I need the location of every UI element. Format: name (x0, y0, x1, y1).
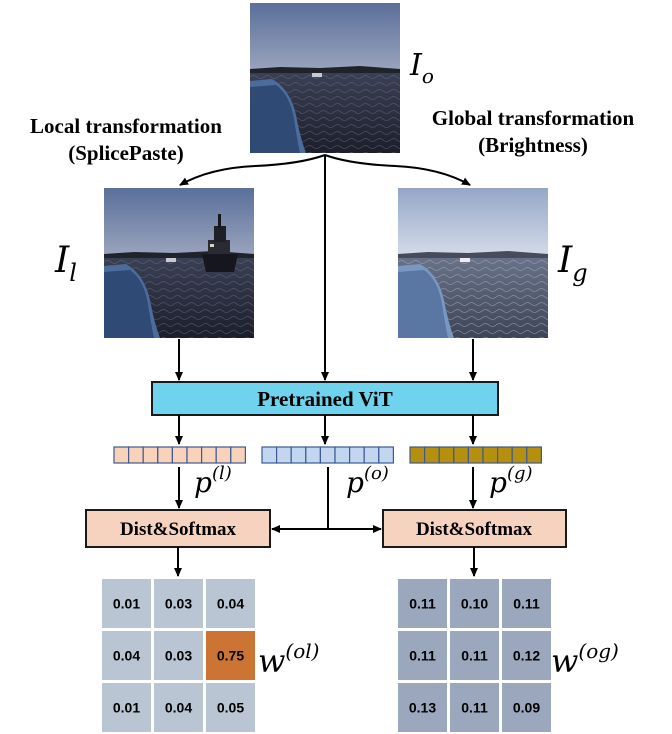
po-token (276, 446, 292, 464)
label-I-l: Il (54, 240, 77, 287)
pg-token (511, 446, 528, 464)
wog-cell-value: 0.09 (513, 700, 540, 716)
label-p-o: p(o) (346, 463, 389, 499)
wol-cell (154, 579, 203, 628)
wog-cell (450, 683, 499, 732)
label-p-g: p(g) (489, 463, 533, 499)
po-token (349, 446, 365, 464)
wog-cell (398, 683, 447, 732)
wog-cell-value: 0.11 (409, 596, 436, 612)
pl-token (215, 446, 232, 464)
pg-token (438, 446, 455, 464)
pg-token (526, 446, 542, 464)
wol-cell (102, 579, 151, 628)
pg-token (453, 446, 469, 464)
po-token (305, 446, 321, 464)
pasted-boat (202, 214, 238, 272)
label-I-o: Io (409, 48, 434, 88)
wog-cell (502, 631, 551, 680)
wog-cell (502, 579, 551, 628)
wol-cell-value: 0.75 (217, 648, 244, 664)
wog-cell-value: 0.11 (513, 596, 540, 612)
wol-cell (206, 579, 255, 628)
dist-softmax-left: Dist&Softmax (85, 509, 271, 548)
wol-cell (154, 683, 203, 732)
token-strip-po (261, 446, 394, 464)
po-token (334, 446, 351, 464)
pg-token (467, 446, 484, 464)
wol-cell-value: 0.01 (113, 700, 140, 716)
wog-cell-value: 0.12 (513, 648, 540, 664)
wol-cell-value: 0.04 (113, 648, 140, 664)
original-photo (250, 3, 400, 153)
vit-label: Pretrained ViT (257, 387, 393, 411)
wog-cell-value: 0.10 (461, 596, 488, 612)
pl-token (230, 446, 247, 464)
wog-cell (398, 631, 447, 680)
wol-cell-value: 0.04 (217, 596, 244, 612)
dist-softmax-right: Dist&Softmax (382, 509, 567, 548)
po-token (363, 446, 380, 464)
token-strip-pl (113, 446, 247, 464)
wog-cell (502, 683, 551, 732)
pg-token (482, 446, 499, 464)
arrow-to-global (324, 154, 471, 186)
pg-token (424, 446, 440, 464)
pretrained-vit-block: Pretrained ViT (151, 381, 499, 416)
wol-cell (206, 683, 255, 732)
pg-token (409, 446, 426, 464)
dist-softmax-left-label: Dist&Softmax (120, 519, 237, 540)
dist-softmax-right-label: Dist&Softmax (416, 519, 533, 540)
po-token (378, 446, 394, 464)
pl-token (142, 446, 159, 464)
pl-token (186, 446, 203, 464)
wog-cell (450, 579, 499, 628)
arrow-to-local (179, 154, 326, 186)
pl-token (113, 446, 130, 464)
wol-cell-highlight (206, 631, 255, 680)
matrix-w-ol: 0.01 0.03 0.04 0.04 0.03 0.75 0.01 0.04 0.05 (102, 579, 255, 732)
po-token (319, 446, 336, 464)
wog-cell-value: 0.11 (461, 700, 488, 716)
wol-cell-value: 0.05 (217, 700, 244, 716)
label-w-ol: w(ol) (258, 639, 319, 680)
pl-token (201, 446, 217, 464)
global-transform-sub: (Brightness) (478, 133, 588, 157)
wog-cell-value: 0.11 (409, 648, 436, 664)
label-I-g: Ig (557, 240, 588, 287)
pg-token (497, 446, 513, 464)
wol-cell-value: 0.03 (165, 648, 192, 664)
matrix-w-og: 0.11 0.10 0.11 0.11 0.11 0.12 0.13 0.11 0.09 (398, 579, 551, 732)
wog-cell-value: 0.11 (461, 648, 488, 664)
pl-token (171, 446, 188, 464)
local-transformed-photo (104, 188, 254, 338)
local-transform-title: Local transformation (30, 114, 222, 138)
po-token (261, 446, 278, 464)
local-transform-sub: (SplicePaste) (68, 141, 183, 165)
global-transformed-photo (398, 188, 548, 338)
token-strip-pg (409, 446, 542, 464)
wol-cell-value: 0.01 (113, 596, 140, 612)
wol-cell-value: 0.04 (165, 700, 192, 716)
global-transform-title: Global transformation (432, 106, 635, 130)
label-w-og: w(og) (551, 639, 619, 680)
wol-cell (102, 631, 151, 680)
wog-cell (398, 579, 447, 628)
wol-cell (102, 683, 151, 732)
wog-cell-value: 0.13 (409, 700, 436, 716)
label-p-l: p(l) (194, 463, 232, 499)
wog-cell (450, 631, 499, 680)
po-token (290, 446, 307, 464)
wol-cell-value: 0.03 (165, 596, 192, 612)
pl-token (128, 446, 144, 464)
pl-token (157, 446, 174, 464)
wol-cell (154, 631, 203, 680)
